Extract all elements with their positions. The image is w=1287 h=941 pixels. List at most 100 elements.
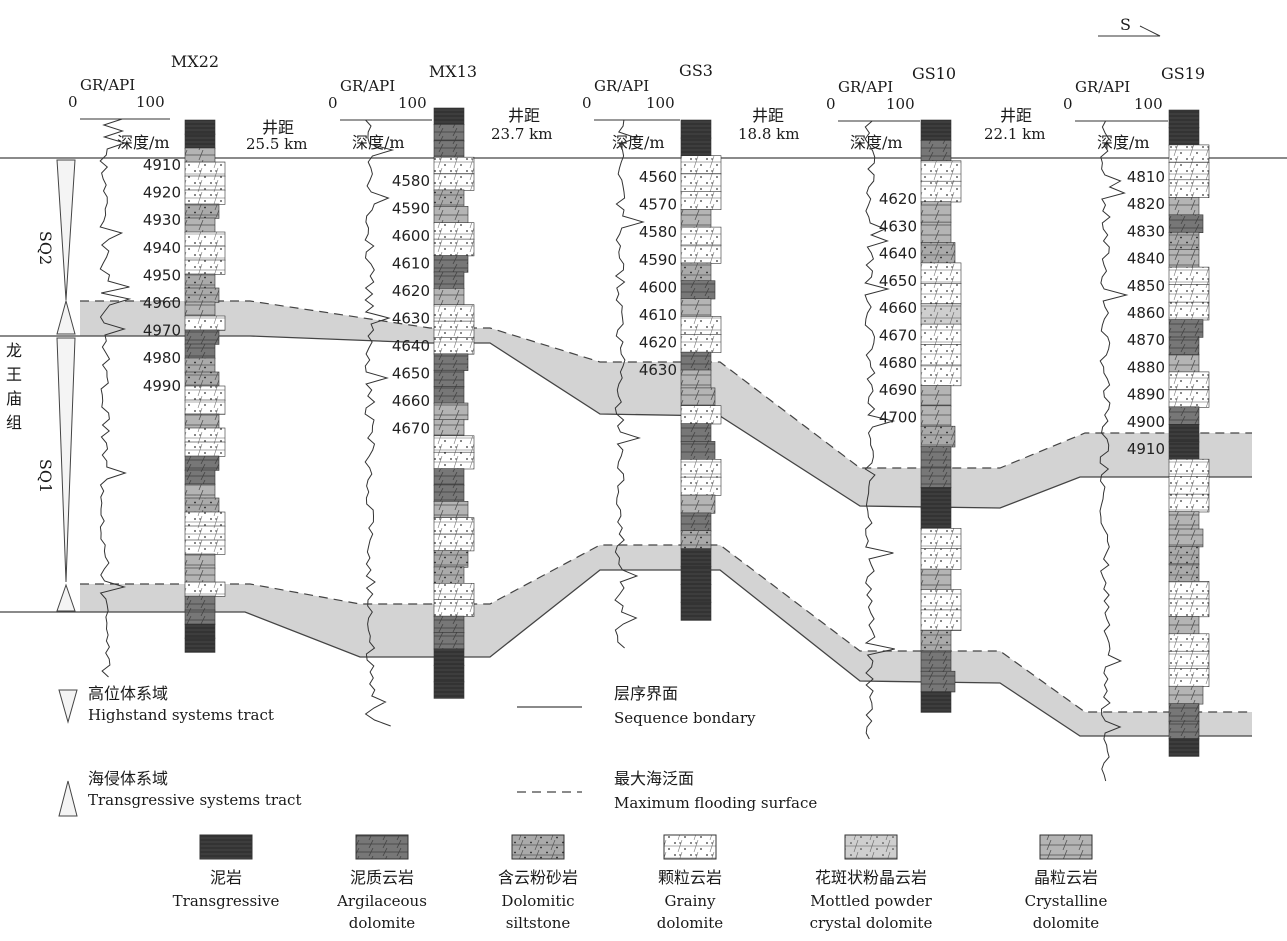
lithology-bed <box>1168 720 1200 740</box>
gr-curve <box>1099 120 1129 782</box>
lithology-bed <box>680 155 722 175</box>
lithology-bed <box>1168 581 1210 600</box>
lithology-bed <box>184 287 220 303</box>
lithology-bed <box>1168 371 1210 391</box>
mottled-crystal-dolomite-swatch <box>844 834 898 860</box>
lithology-bed <box>433 664 465 683</box>
gr-label: GR/API <box>838 78 893 96</box>
depth-tick: 4670 <box>879 327 917 345</box>
depth-tick: 4910 <box>143 156 181 174</box>
lithology-bed <box>184 357 216 373</box>
gr-max: 100 <box>1134 95 1163 113</box>
lithology-bed <box>184 315 226 331</box>
well-name: MX13 <box>429 62 477 81</box>
mudstone-swatch <box>199 834 253 860</box>
depth-tick: 4950 <box>143 266 181 284</box>
lithology-bed <box>680 387 716 407</box>
depth-tick: 4900 <box>1127 413 1165 431</box>
depth-tick: 4620 <box>879 190 917 208</box>
lithology-bed <box>433 566 465 585</box>
lithology-bed <box>680 209 712 228</box>
lithology-bed <box>920 527 962 550</box>
well-name: GS10 <box>912 64 956 83</box>
lithology-bed <box>1168 668 1210 687</box>
lithology-bed <box>1168 598 1210 618</box>
lithology-bed <box>920 691 952 713</box>
lithology-bed <box>433 369 465 388</box>
gr-label: GR/API <box>1075 78 1130 96</box>
lithology-bed <box>433 632 465 650</box>
lithology-bed <box>920 385 952 407</box>
lithology-bed <box>680 226 722 246</box>
depth-tick: 4590 <box>639 251 677 269</box>
lithology-bed <box>433 271 465 289</box>
mfs-band-lower <box>80 545 1252 736</box>
lithology-bed <box>680 458 722 478</box>
gr-label: GR/API <box>340 77 395 95</box>
depth-tick: 4640 <box>879 245 917 263</box>
lithology-bed <box>1168 458 1210 478</box>
lithology-en: crystal dolomite <box>810 914 933 932</box>
lithology-bed <box>920 221 952 244</box>
lithology-bed <box>1168 301 1210 321</box>
lithology-bed <box>433 337 475 355</box>
formation-char: 王 <box>6 365 22 384</box>
north-arrow-line <box>1098 25 1161 37</box>
spacing-value: 18.8 km <box>738 125 799 143</box>
highstand-legend-icon <box>58 689 78 724</box>
depth-tick: 4840 <box>1127 250 1165 268</box>
depth-tick: 4600 <box>639 278 677 296</box>
well-name: GS3 <box>679 61 713 80</box>
lithology-en: Crystalline <box>1025 892 1108 910</box>
gr-label: GR/API <box>594 77 649 95</box>
argillaceous-dolomite-swatch <box>355 834 409 860</box>
lithology-bed <box>1168 179 1210 199</box>
lithology-bed <box>184 161 226 177</box>
lithology-bed <box>680 119 712 139</box>
legend-label-en: Sequence bondary <box>614 709 756 727</box>
lithology-bed <box>1168 319 1204 338</box>
lithology-bed <box>433 599 475 617</box>
depth-tick: 4690 <box>879 381 917 399</box>
depth-tick: 4890 <box>1127 386 1165 404</box>
depth-tick: 4870 <box>1127 331 1165 349</box>
gr-max: 100 <box>886 95 915 113</box>
lithology-bed <box>1168 476 1210 495</box>
lithology-en: Argilaceous <box>336 892 427 910</box>
shaded-bands <box>80 301 1252 736</box>
lithology-bed <box>433 517 475 535</box>
depth-tick: 4940 <box>143 239 181 257</box>
lithology-bed <box>680 191 722 210</box>
lithology-bed <box>1168 214 1204 234</box>
lithology-bed <box>433 173 475 191</box>
lithology-bed <box>184 455 220 471</box>
lithology-bed <box>920 344 962 366</box>
lithology-bed <box>1168 685 1204 705</box>
depth-tick: 4860 <box>1127 304 1165 322</box>
lithology-bed <box>920 507 952 529</box>
depth-tick: 4920 <box>143 184 181 202</box>
depth-tick: 4590 <box>392 200 430 218</box>
lithology-bed <box>1168 650 1210 670</box>
lithology-bed <box>433 287 465 306</box>
depth-tick: 4820 <box>1127 195 1165 213</box>
lithology-bed <box>433 189 465 207</box>
lithology-bed <box>1168 703 1200 722</box>
lithology-bed <box>1168 546 1200 565</box>
formation-char: 组 <box>6 413 22 432</box>
lithology-bed <box>184 217 216 233</box>
grainy-dolomite-swatch <box>663 834 717 860</box>
lithology-bed <box>433 451 475 470</box>
lithology-bed <box>920 670 956 693</box>
lithology-bed <box>433 582 475 601</box>
lithology-bed <box>680 476 722 496</box>
depth-tick: 4610 <box>392 255 430 273</box>
spacing-value: 23.7 km <box>491 125 552 143</box>
north-arrow: S <box>1098 15 1161 37</box>
depth-tick: 4640 <box>392 337 430 355</box>
gr-label: GR/API <box>80 76 135 94</box>
depth-tick: 4580 <box>392 172 430 190</box>
lithology-bed <box>1168 354 1200 373</box>
